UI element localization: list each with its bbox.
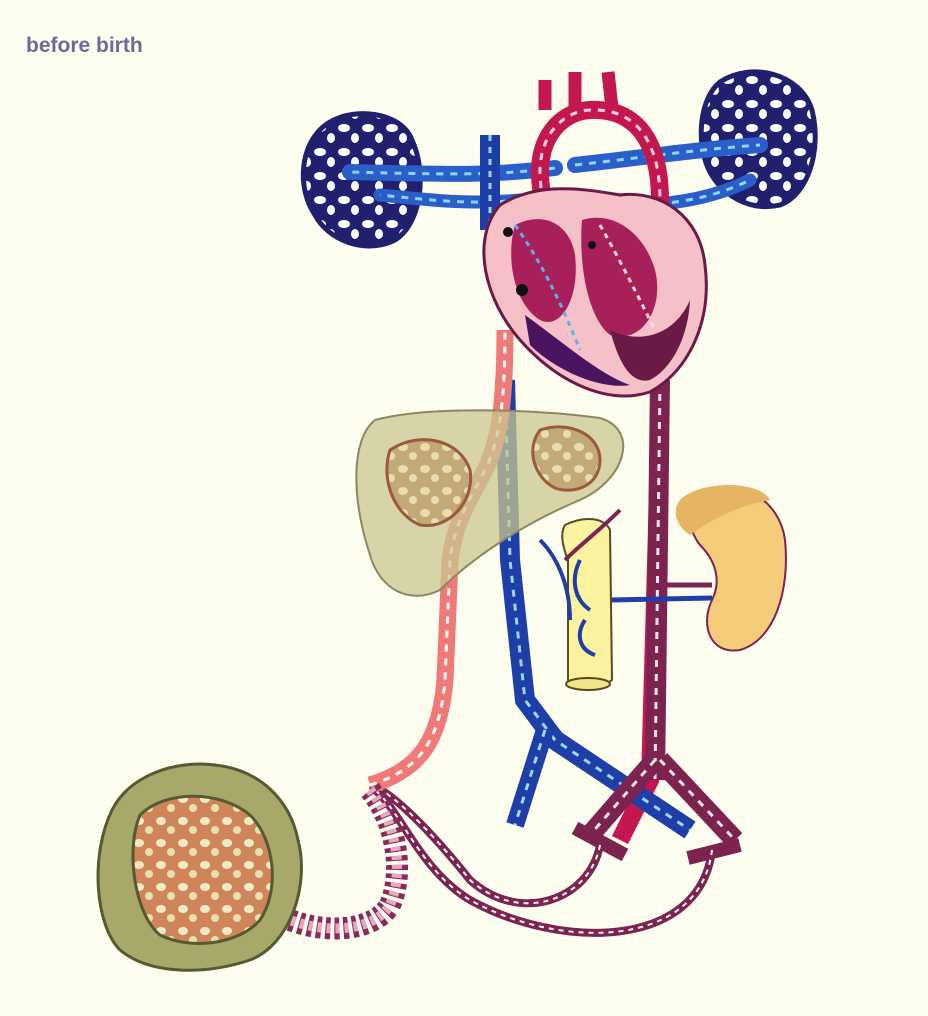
intestine: [540, 510, 620, 690]
placenta: [98, 764, 301, 970]
kidney: [610, 485, 786, 651]
descending-aorta: [655, 380, 660, 780]
pulmonary-artery-left-branch: [350, 168, 555, 174]
heart: [484, 189, 706, 396]
